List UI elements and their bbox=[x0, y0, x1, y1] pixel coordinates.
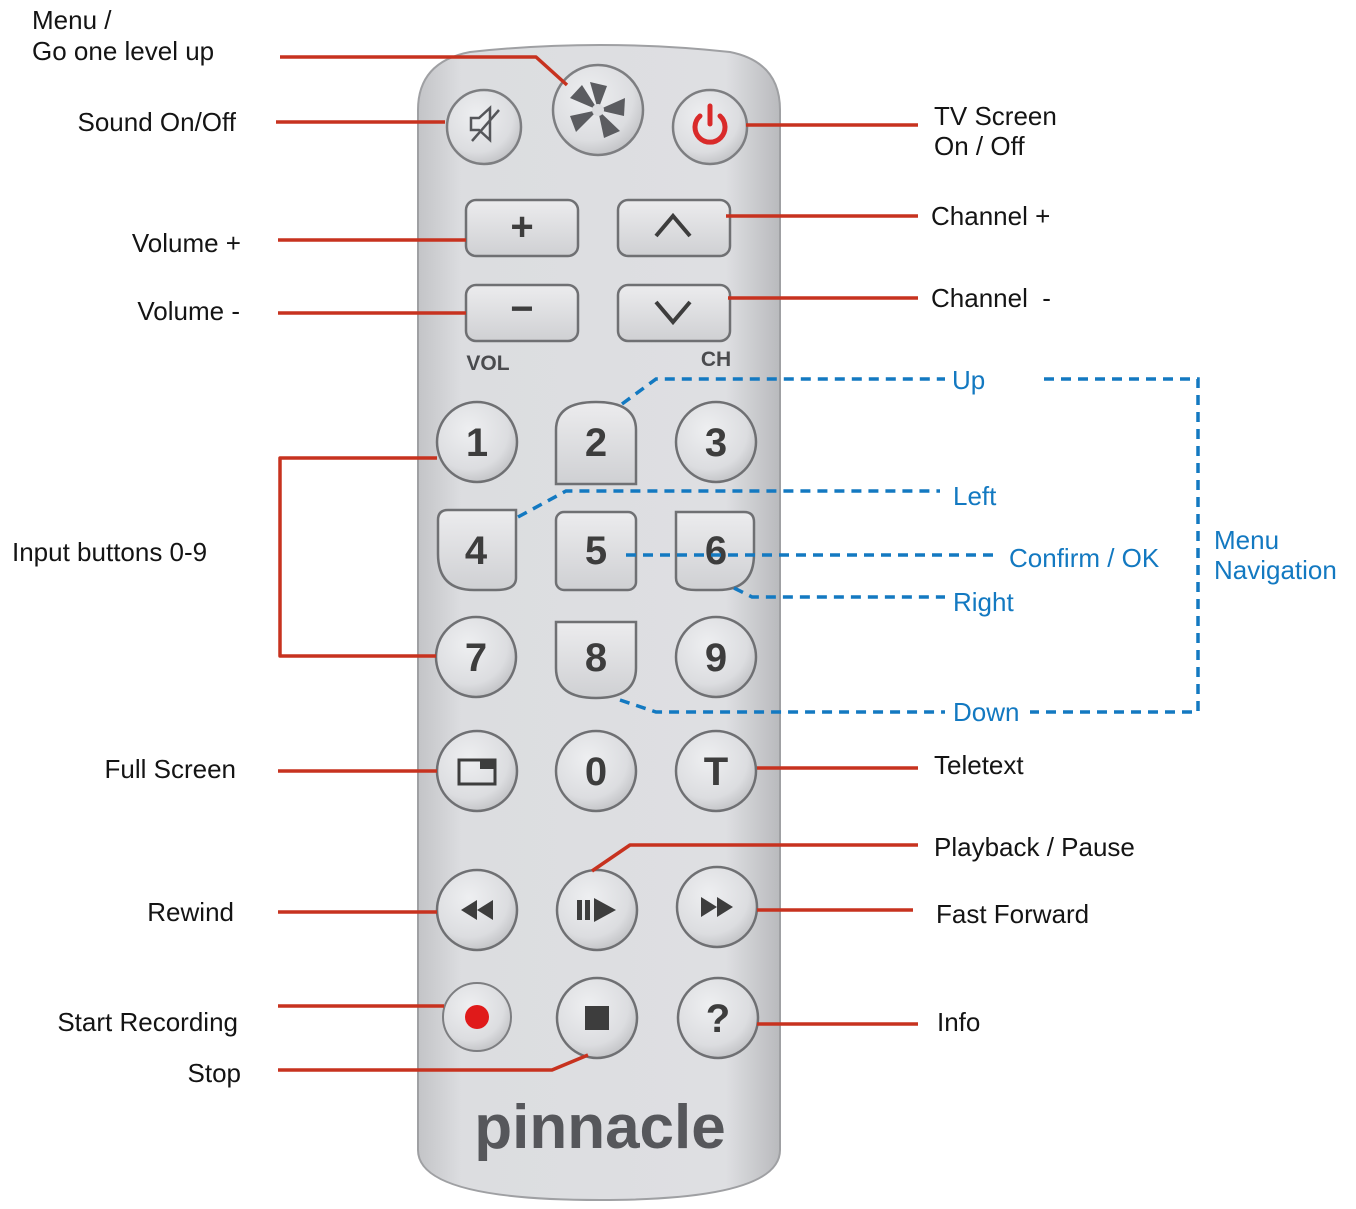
mute-button[interactable] bbox=[445, 88, 523, 166]
speaker-mute-icon bbox=[469, 105, 500, 143]
fast-forward-button[interactable] bbox=[675, 865, 759, 949]
button-2[interactable]: 2 bbox=[554, 400, 638, 486]
play-pause-icon bbox=[577, 898, 616, 922]
button-1[interactable]: 1 bbox=[435, 400, 519, 484]
button-8[interactable]: 8 bbox=[554, 620, 638, 700]
info-button[interactable]: ? bbox=[676, 976, 760, 1060]
vol-label: VOL bbox=[466, 352, 509, 375]
teletext-button[interactable]: T bbox=[674, 729, 758, 813]
leader-right bbox=[733, 586, 945, 599]
window-icon bbox=[457, 758, 497, 786]
play-pause-button[interactable] bbox=[555, 868, 639, 952]
chevron-up-icon bbox=[654, 212, 692, 238]
label-start-recording: Start Recording bbox=[57, 1007, 238, 1037]
brand-logo: pinnacle bbox=[474, 1093, 726, 1162]
navigation-labels: Up Left Confirm / OK Right Down Menu Nav… bbox=[952, 365, 1337, 727]
remote-control: + − VOL CH 1 2 3 4 bbox=[417, 44, 781, 1202]
label-rewind: Rewind bbox=[147, 897, 234, 927]
button-5-label: 5 bbox=[585, 529, 607, 573]
label-sound: Sound On/Off bbox=[77, 107, 236, 137]
button-3[interactable]: 3 bbox=[674, 400, 758, 484]
red-leader-lines bbox=[276, 55, 918, 1072]
rewind-button[interactable] bbox=[435, 868, 519, 952]
button-7-label: 7 bbox=[465, 636, 487, 680]
button-9[interactable]: 9 bbox=[674, 615, 758, 699]
nav-left: Left bbox=[953, 481, 997, 511]
button-2-label: 2 bbox=[585, 421, 607, 465]
label-menu-line1: Menu / bbox=[32, 5, 112, 35]
volume-plus-symbol: + bbox=[510, 205, 533, 249]
teletext-button-label: T bbox=[704, 750, 728, 794]
left-labels: Menu / Go one level up Sound On/Off Volu… bbox=[12, 5, 241, 1088]
stop-square-icon bbox=[585, 1006, 609, 1030]
fullscreen-button[interactable] bbox=[435, 729, 519, 813]
rewind-icon bbox=[461, 900, 493, 920]
label-teletext: Teletext bbox=[934, 750, 1024, 780]
label-channel-plus: Channel + bbox=[931, 201, 1050, 231]
ch-label: CH bbox=[701, 348, 731, 371]
nav-group-line1: Menu bbox=[1214, 525, 1279, 555]
pinwheel-menu-icon bbox=[570, 82, 625, 138]
button-5[interactable]: 5 bbox=[554, 510, 638, 592]
label-info: Info bbox=[937, 1007, 980, 1037]
volume-minus-button[interactable]: − bbox=[464, 283, 580, 343]
record-dot-icon bbox=[465, 1005, 489, 1029]
leader-menu bbox=[280, 55, 569, 87]
label-playback: Playback / Pause bbox=[934, 832, 1135, 862]
button-0[interactable]: 0 bbox=[554, 729, 638, 813]
navigation-bracket bbox=[1030, 377, 1200, 714]
channel-down-button[interactable] bbox=[616, 283, 732, 343]
label-volume-plus: Volume + bbox=[132, 228, 241, 258]
leader-left bbox=[517, 489, 940, 519]
label-menu-line2: Go one level up bbox=[32, 36, 214, 66]
button-7[interactable]: 7 bbox=[434, 615, 518, 699]
label-full-screen: Full Screen bbox=[105, 754, 237, 784]
leader-playback bbox=[591, 843, 918, 873]
button-4-label: 4 bbox=[465, 529, 488, 573]
label-stop: Stop bbox=[188, 1058, 242, 1088]
label-fast-forward: Fast Forward bbox=[936, 899, 1089, 929]
label-tv-line1: TV Screen bbox=[934, 101, 1057, 131]
leader-up bbox=[620, 377, 945, 406]
button-3-label: 3 bbox=[705, 421, 727, 465]
info-button-label: ? bbox=[706, 997, 730, 1041]
button-0-label: 0 bbox=[585, 750, 607, 794]
nav-group-line2: Navigation bbox=[1214, 555, 1337, 585]
label-input: Input buttons 0-9 bbox=[12, 537, 207, 567]
label-channel-minus: Channel - bbox=[931, 283, 1051, 313]
power-icon bbox=[692, 103, 728, 145]
leader-down bbox=[619, 698, 945, 714]
leader-input-buttons bbox=[278, 456, 437, 658]
label-volume-minus: Volume - bbox=[137, 296, 240, 326]
chevron-down-icon bbox=[654, 300, 692, 326]
button-4[interactable]: 4 bbox=[436, 508, 518, 592]
nav-right: Right bbox=[953, 587, 1014, 617]
nav-down: Down bbox=[953, 697, 1019, 727]
leader-stop bbox=[278, 1053, 589, 1072]
volume-plus-button[interactable]: + bbox=[464, 198, 580, 258]
label-tv-line2: On / Off bbox=[934, 131, 1025, 161]
volume-minus-symbol: − bbox=[510, 287, 533, 331]
fast-forward-icon bbox=[701, 897, 733, 917]
nav-confirm: Confirm / OK bbox=[1009, 543, 1160, 573]
power-button[interactable] bbox=[671, 88, 749, 166]
nav-up: Up bbox=[952, 365, 985, 395]
button-1-label: 1 bbox=[466, 421, 488, 465]
button-6-label: 6 bbox=[705, 529, 727, 573]
button-8-label: 8 bbox=[585, 636, 607, 680]
record-button[interactable] bbox=[442, 982, 512, 1052]
channel-up-button[interactable] bbox=[616, 198, 732, 258]
button-9-label: 9 bbox=[705, 636, 727, 680]
stop-button[interactable] bbox=[555, 976, 639, 1060]
right-labels: TV Screen On / Off Channel + Channel - T… bbox=[931, 101, 1135, 1037]
button-6[interactable]: 6 bbox=[674, 510, 756, 592]
blue-navigation-leaders bbox=[517, 377, 1200, 714]
menu-button[interactable] bbox=[551, 63, 645, 157]
